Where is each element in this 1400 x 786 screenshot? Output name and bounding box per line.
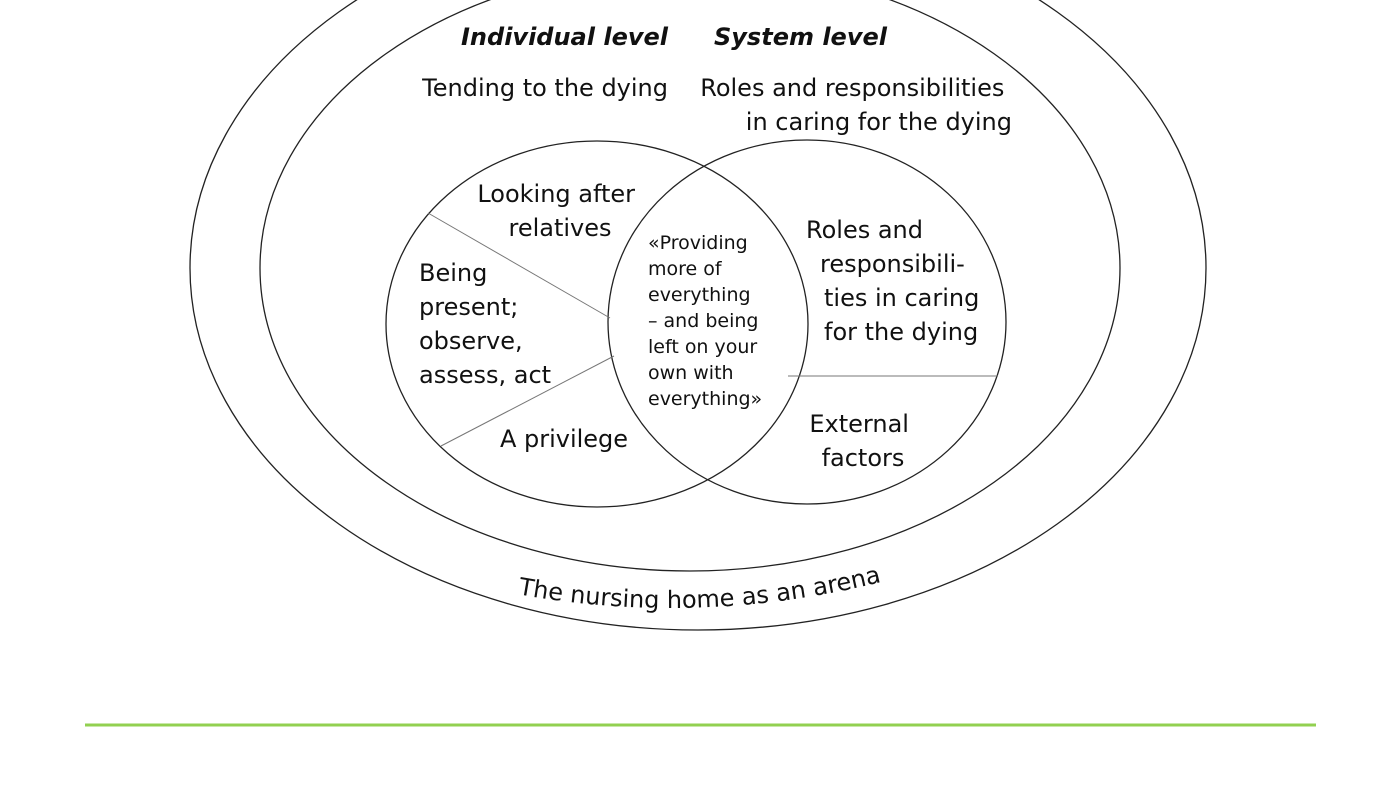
looking-after-relatives-label: Looking after relatives (477, 180, 642, 242)
being-present-label: Being present; observe, assess, act (419, 259, 551, 389)
inner-level-ellipse (259, 0, 1121, 572)
roles-responsibilities-label: Roles and responsibili- ties in caring f… (806, 216, 987, 346)
a-privilege-label: A privilege (500, 425, 628, 453)
right-circle (607, 139, 1007, 505)
header-individual-level: Individual level (461, 23, 669, 51)
outer-arena-ellipse (189, 0, 1207, 631)
external-factors-label: External factors (809, 410, 916, 472)
arena-label: The nursing home as an arena (516, 560, 883, 614)
header-system-level: System level (714, 23, 888, 51)
system-theme-label: Roles and responsibilities in caring for… (700, 74, 1012, 136)
left-circle (385, 140, 809, 508)
individual-theme-label: Tending to the dying (421, 74, 668, 102)
left-divider-lower (440, 355, 615, 447)
left-divider-upper (427, 212, 611, 319)
center-quote: «Providing more of everything – and bein… (648, 232, 765, 410)
